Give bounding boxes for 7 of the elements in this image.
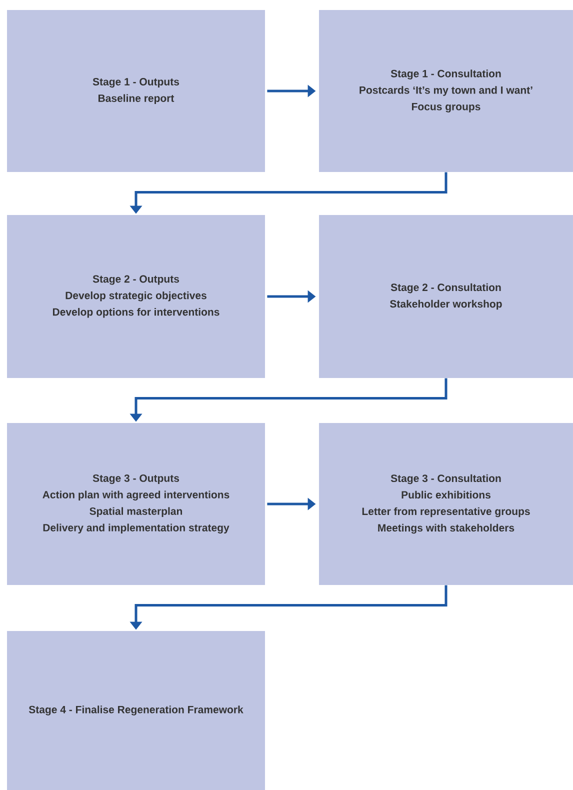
process-box: Stage 1 - Outputs Baseline report (7, 10, 265, 172)
process-box: Stage 4 - Finalise Regeneration Framework (7, 631, 265, 790)
process-box: Stage 2 - Consultation Stakeholder workshop (319, 215, 573, 378)
process-box: Stage 1 - Consultation Postcards ‘It’s my town and I want’ Focus groups (319, 10, 573, 172)
process-box: Stage 2 - Outputs Develop strategic objectives Develop options for interventions (7, 215, 265, 378)
process-box: Stage 3 - Consultation Public exhibitions Letter from representative groups Meetings with stakeholders (319, 423, 573, 585)
process-box: Stage 3 - Outputs Action plan with agreed interventions Spatial masterplan Delivery and implementation strategy (7, 423, 265, 585)
